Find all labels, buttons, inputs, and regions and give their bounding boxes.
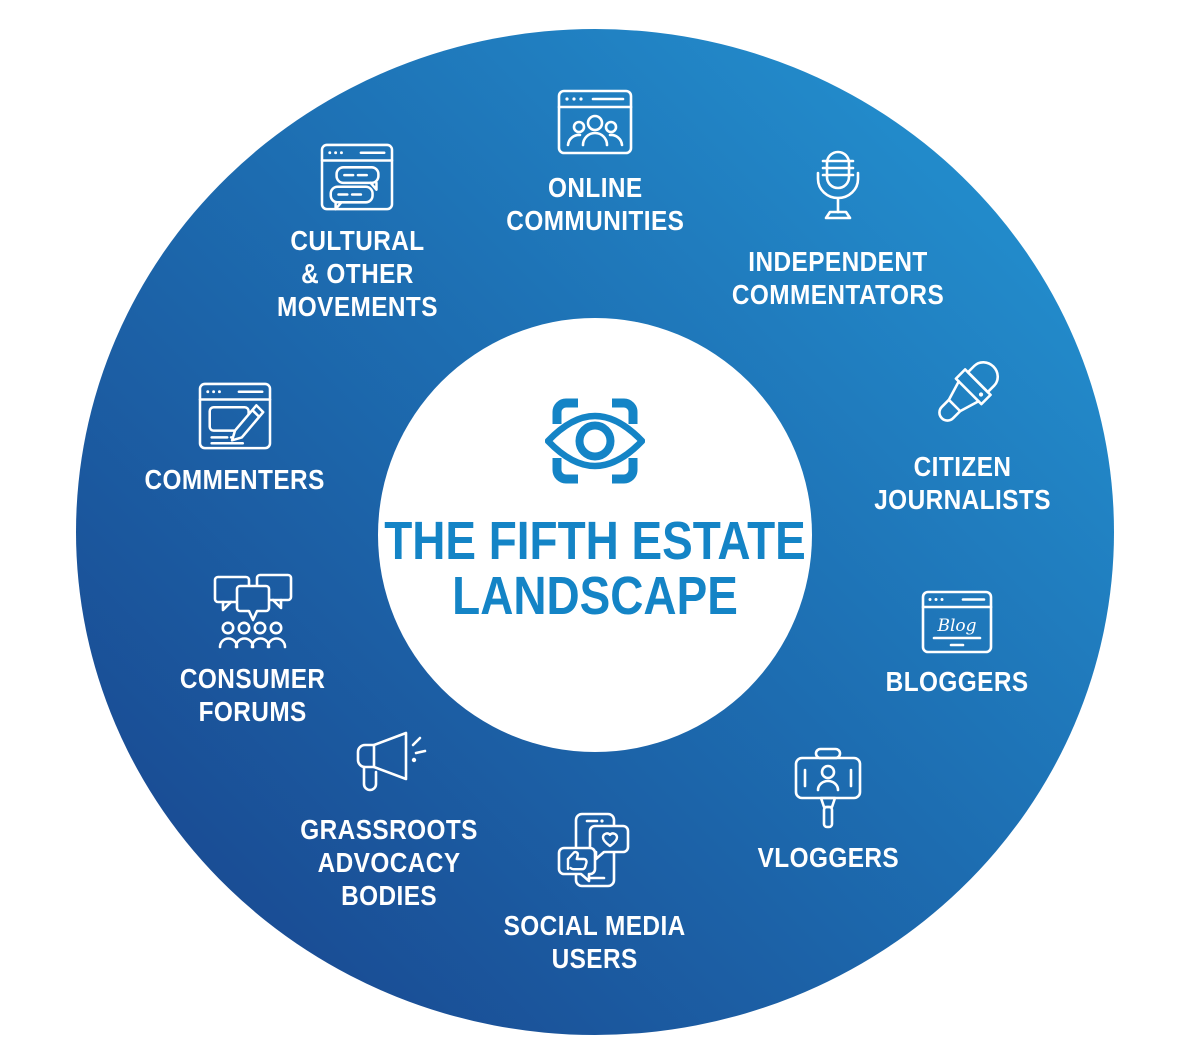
- browser-community-icon: [557, 89, 633, 155]
- blog-window-icon: Blog: [921, 590, 993, 654]
- selfie-stick-icon: [794, 747, 862, 829]
- segment-consumer-forums: CONSUMER FORUMS: [113, 569, 393, 728]
- segment-label: CITIZEN JOURNALISTS: [874, 451, 1052, 515]
- megaphone-icon: [356, 731, 427, 792]
- comment-editor-icon: [198, 382, 272, 450]
- segment-bloggers: Blog BLOGGERS: [817, 590, 1097, 698]
- segment-label: BLOGGERS: [885, 666, 1029, 697]
- segment-label: COMMENTERS: [144, 464, 326, 495]
- segment-social-media-users: SOCIAL MEDIA USERS: [455, 812, 735, 975]
- segment-online-communities: ONLINE COMMUNITIES: [455, 84, 735, 237]
- phone-reactions-icon: [557, 812, 630, 888]
- page-title: THE FIFTH ESTATE LANDSCAPE: [384, 511, 806, 626]
- segment-label: GRASSROOTS ADVOCACY BODIES: [300, 814, 478, 911]
- segment-label: VLOGGERS: [757, 842, 899, 873]
- segment-label: CULTURAL & OTHER MOVEMENTS: [276, 225, 438, 322]
- segment-grassroots-advocacy-bodies: GRASSROOTS ADVOCACY BODIES: [249, 730, 529, 912]
- center-disc: [378, 318, 812, 752]
- segment-commenters: COMMENTERS: [95, 382, 375, 496]
- segment-label: SOCIAL MEDIA USERS: [503, 910, 687, 974]
- svg-text:Blog: Blog: [936, 616, 976, 636]
- segment-vloggers: VLOGGERS: [688, 744, 968, 874]
- studio-microphone-icon: [816, 150, 860, 220]
- chat-window-icon: [320, 143, 394, 211]
- forum-people-icon: [213, 573, 293, 649]
- reporter-mic-icon: [938, 361, 999, 422]
- segment-label: INDEPENDENT COMMENTATORS: [731, 246, 945, 310]
- segment-independent-commentators: INDEPENDENT COMMENTATORS: [698, 150, 978, 311]
- segment-label: ONLINE COMMUNITIES: [505, 172, 684, 236]
- segment-label: CONSUMER FORUMS: [180, 663, 326, 727]
- segment-citizen-journalists: CITIZEN JOURNALISTS: [823, 355, 1103, 516]
- eye-viewfinder-icon: [545, 398, 645, 484]
- segment-cultural-other-movements: CULTURAL & OTHER MOVEMENTS: [217, 143, 497, 323]
